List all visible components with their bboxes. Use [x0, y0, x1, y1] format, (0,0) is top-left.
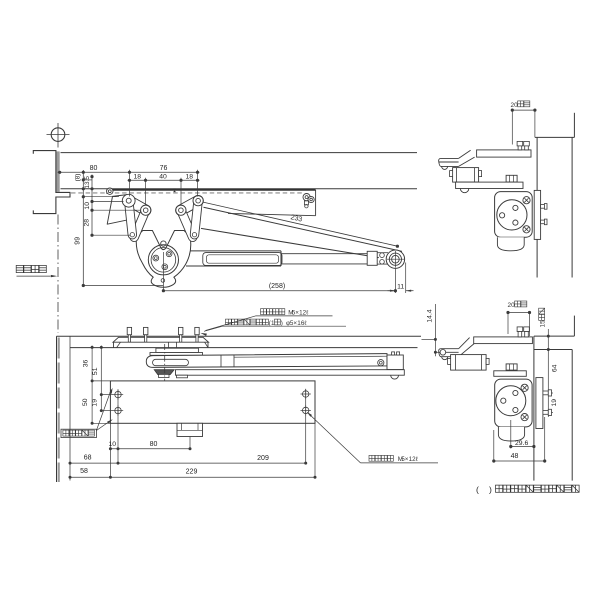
svg-text:(8): (8) [74, 174, 81, 182]
svg-text:209: 209 [257, 455, 269, 462]
svg-text:): ) [281, 320, 283, 327]
svg-text:80: 80 [90, 165, 98, 172]
svg-text:13.5: 13.5 [84, 176, 91, 189]
svg-text:36: 36 [82, 360, 89, 368]
svg-text:64: 64 [551, 364, 558, 372]
svg-text:68: 68 [84, 454, 92, 461]
svg-text:1: 1 [271, 320, 275, 327]
svg-text:28: 28 [84, 219, 91, 227]
svg-text:233: 233 [290, 214, 303, 223]
svg-text:1: 1 [540, 324, 547, 328]
svg-text:5: 5 [401, 456, 405, 463]
svg-text:ℓ: ℓ [304, 320, 306, 327]
svg-text:2: 2 [508, 302, 512, 309]
svg-text:(: ( [269, 320, 272, 327]
svg-text:18: 18 [186, 173, 194, 180]
svg-text:80: 80 [150, 441, 158, 448]
svg-text:19: 19 [92, 399, 99, 407]
svg-text:50: 50 [82, 398, 89, 406]
svg-text:51: 51 [92, 367, 99, 375]
svg-text:10: 10 [109, 441, 117, 448]
svg-text:14.4: 14.4 [427, 309, 434, 322]
svg-text:19: 19 [551, 399, 558, 407]
svg-text:(258): (258) [269, 283, 285, 290]
svg-text:40: 40 [159, 173, 167, 180]
svg-text:2: 2 [511, 102, 515, 109]
svg-text:5: 5 [540, 320, 547, 324]
svg-text:1: 1 [297, 320, 301, 327]
svg-text:): ) [489, 484, 492, 494]
svg-text:6: 6 [301, 320, 305, 327]
svg-text:2: 2 [412, 456, 416, 463]
svg-text:(: ( [476, 484, 479, 494]
svg-text:58: 58 [80, 468, 88, 475]
svg-text:×: × [295, 310, 299, 317]
svg-text:0: 0 [511, 302, 515, 309]
svg-text:×: × [405, 456, 409, 463]
svg-text:1: 1 [409, 456, 413, 463]
svg-text:M: M [398, 456, 403, 463]
svg-text:1: 1 [299, 310, 303, 317]
svg-text:5: 5 [292, 310, 296, 317]
svg-text:48: 48 [511, 453, 519, 460]
svg-text:×: × [293, 320, 297, 327]
svg-text:5: 5 [290, 320, 294, 327]
svg-text:76: 76 [160, 165, 168, 172]
svg-text:ℓ: ℓ [306, 310, 308, 317]
svg-text:M: M [288, 310, 293, 317]
svg-text:ℓ: ℓ [416, 456, 418, 463]
svg-text:2: 2 [303, 310, 307, 317]
svg-text:18: 18 [134, 173, 142, 180]
svg-text:29.6: 29.6 [515, 440, 528, 447]
svg-text:φ: φ [286, 320, 290, 327]
svg-text:10: 10 [84, 202, 91, 210]
svg-text:229: 229 [186, 469, 198, 476]
svg-text:0: 0 [514, 102, 518, 109]
svg-text:11: 11 [397, 283, 404, 290]
svg-text:99: 99 [75, 237, 82, 245]
